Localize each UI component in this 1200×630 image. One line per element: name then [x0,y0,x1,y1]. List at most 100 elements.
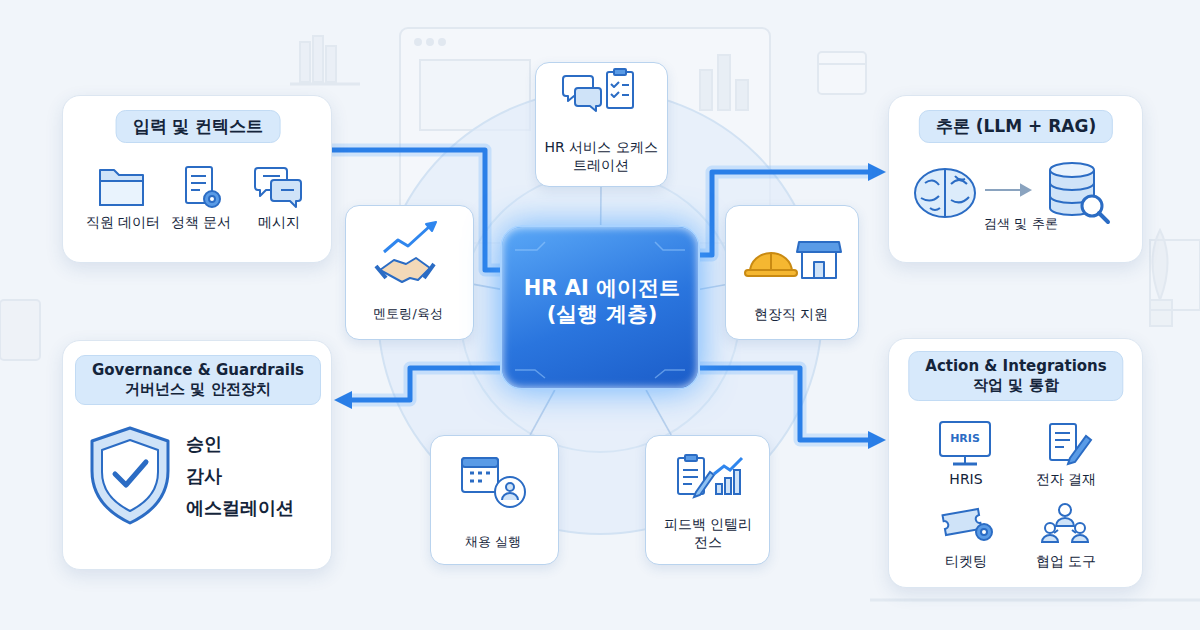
text-holder: 정책 문서 [171,214,231,232]
document-gear-icon-part [204,191,220,207]
document-gear-icon-part [186,167,212,203]
message-icon-part [271,180,301,207]
ticket-icon-part [976,524,992,540]
collaboration-icon-part [1059,504,1071,516]
panel-heading: Action & Integrations [925,357,1106,376]
fieldwork-box: 현장직 지원 [725,205,859,340]
node-label: 정책 문서 [171,214,231,232]
text-holder: HR AI 에이전트 (실행 계층) [516,275,688,328]
orchestration-icon [563,69,633,111]
feedback-icon-part [716,484,722,494]
mentoring-icon-part [384,226,430,252]
text-holder: 현장직 지원 [731,306,851,324]
office-illustration-part [326,46,336,82]
approval-document-icon [1050,424,1091,464]
message-icon-part [263,175,280,177]
document-gear-icon-part [191,182,206,184]
hub-spoke [474,284,500,289]
node-label: 티켓팅 [945,553,987,571]
input-panel: 입력 및 컨텍스트직원 데이터 정책 문서 메시지 [62,95,332,263]
approval-document-icon-part [1055,446,1064,448]
office-illustration-part [736,80,748,110]
recruiting-icon-part [502,493,518,500]
shield-icon-part [102,440,158,511]
approval-document-icon-part [1055,439,1070,441]
feedback-icon-part [694,472,714,497]
approval-document-icon-part [1055,432,1070,434]
office-illustration-part [300,42,310,82]
folder-icon-part [100,170,143,205]
node-label: 멘토링/육성 [351,306,466,322]
brain-icon-part [915,169,975,217]
message-icon-part [255,168,287,196]
feedback-icon-part [725,478,731,494]
collaboration-icon [1042,504,1088,542]
text-holder: 티켓팅 [945,553,987,571]
document-gear-icon-part [191,175,206,177]
approval-document-icon-part [1050,424,1076,460]
orchestration-icon-part [622,94,629,96]
hris-text: HRIS [950,432,980,446]
message-icon-part [281,189,294,191]
text-holder: 메시지 [258,214,300,232]
mentoring-icon-part [380,258,430,282]
office-illustration-part [439,39,445,45]
folder-icon [100,170,143,205]
document-gear-icon [186,167,220,207]
orchestration-icon-part [563,76,593,101]
database-icon-part [1050,183,1094,203]
fieldwork-icon [745,242,841,278]
text-holder: 협업 도구 [1036,553,1096,571]
office-illustration [0,28,1200,600]
recruiting-icon-part [462,458,498,492]
integration-panel: Action & Integrations작업 및 통합전자 결재티켓팅 협업 도… [888,338,1143,588]
heading-pill: Action & Integrations작업 및 통합 [908,351,1123,401]
feedback-icon-part [714,458,742,474]
recruiting-icon-part [462,458,498,467]
node-label: HR 서비스 오케스트레이션 [542,139,660,174]
node-label: 전자 결재 [1036,471,1096,489]
mentoring-box: 멘토링/육성 [345,205,474,340]
office-illustration-part [427,39,433,45]
heading-pill: 입력 및 컨텍스트 [116,110,281,143]
mentoring-icon-part [376,264,434,278]
hub-spoke [646,390,671,435]
connectors [332,150,872,440]
folder-icon-part [100,181,143,205]
fieldwork-icon-part [750,253,792,272]
text-holder: HRIS [949,471,982,489]
node-label: 에스컬레이션 [186,497,294,520]
node-label: 현장직 지원 [731,306,851,324]
office-illustration-part [700,70,712,110]
governance-panel: Governance & Guardrails거버넌스 및 안전장치승인감사에스… [62,340,332,570]
document-gear-icon-part [191,189,200,191]
node-label: 감사 [186,465,222,488]
node-label: 채용 실행 [436,534,551,550]
node-label: 직원 데이터 [86,214,160,232]
collaboration-icon-part [1045,523,1055,533]
brain-icon [915,169,975,217]
arrow-icon-part [1021,185,1030,195]
feedback-icon-part [683,483,692,485]
node-label: 승인 [186,433,222,456]
office-illustration-part [870,599,1200,602]
office-illustration-part [290,83,360,86]
node-label: 피드백 인텔리전스 [658,516,758,551]
approval-document-icon-part [1068,436,1091,464]
collaboration-icon-part [1075,523,1085,533]
feedback-icon-part [685,455,697,461]
node-label: 협업 도구 [1036,553,1096,571]
text-holder: 감사 [186,465,222,488]
document-gear-icon-part [209,196,215,202]
recruiting-icon-part [506,483,514,491]
hub-circuit-part [515,242,685,378]
orchestration-icon-part [607,72,633,108]
node-label: HRIS [949,471,982,489]
fieldwork-icon-part [797,242,841,252]
heading-pill: Governance & Guardrails거버넌스 및 안전장치 [75,355,321,405]
panel-heading: 작업 및 통합 [925,376,1106,395]
hris-monitor-icon-part [940,422,990,456]
